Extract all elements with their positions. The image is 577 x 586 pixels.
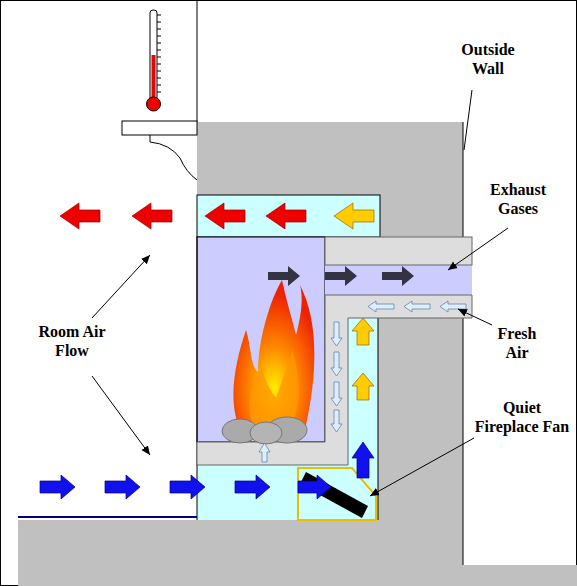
exhaust-label: Exhaust Gases (476, 180, 560, 218)
fresh-air-label: Fresh Air (490, 324, 544, 362)
wall-label: Outside Wall (452, 40, 524, 78)
room-air-label: Room Air Flow (30, 322, 114, 360)
fan-label: Quiet Fireplace Fan (474, 398, 570, 436)
